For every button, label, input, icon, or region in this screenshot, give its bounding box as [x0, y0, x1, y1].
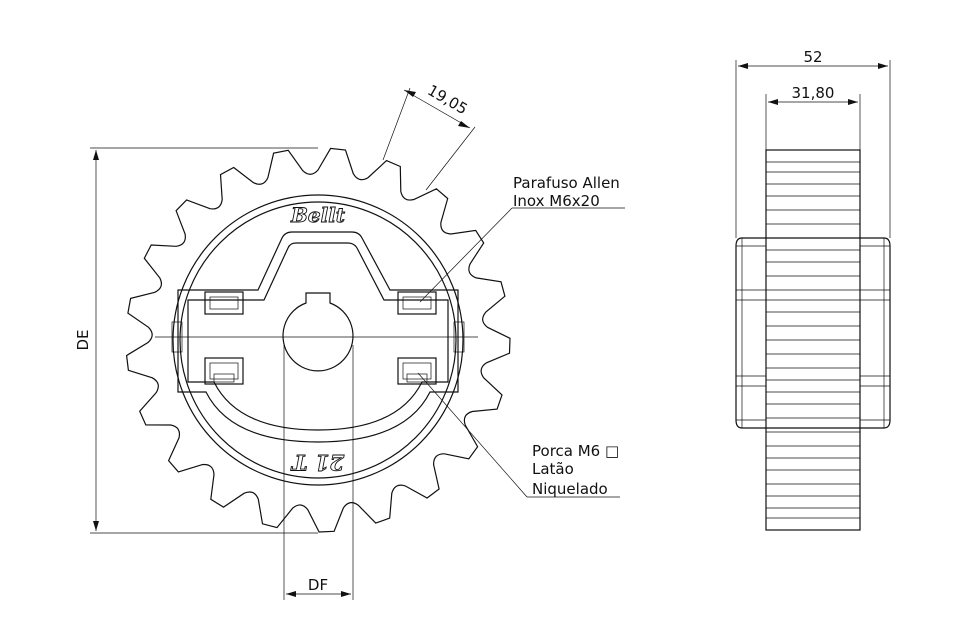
- nut-callout: Porca M6 □ Latão Niquelado: [417, 372, 620, 498]
- df-label: DF: [308, 576, 328, 594]
- outer-diameter-dimension: DE: [74, 147, 318, 534]
- tooth-count-mark: 21 T: [291, 450, 346, 475]
- screw-label-line2: Inox M6x20: [513, 192, 600, 210]
- body-ring-outer: [172, 194, 464, 486]
- pitch-label: 19,05: [424, 81, 470, 118]
- pocket-bottom-left: [204, 357, 244, 385]
- bore-with-keyway: [282, 292, 354, 372]
- pocket-bottom-right: [397, 357, 437, 385]
- center-recess-inner: [187, 242, 449, 431]
- de-label: DE: [74, 329, 92, 350]
- tooth-profile-lines: [766, 161, 860, 519]
- sprocket-front-view: Bellt 21 T: [125, 147, 511, 533]
- nut-label-line3: Niquelado: [532, 480, 608, 498]
- screw-callout: Parafuso Allen Inox M6x20: [419, 174, 625, 303]
- width-3180-label: 31,80: [792, 84, 835, 102]
- width-52-label: 52: [803, 48, 822, 66]
- sprocket-teeth-outline: [125, 147, 511, 533]
- nut-label-line2: Latão: [532, 460, 574, 478]
- overall-width-dimension: 52: [735, 48, 891, 238]
- hub-body: [735, 237, 891, 429]
- pocket-top-right: [397, 291, 437, 315]
- pocket-top-left: [204, 291, 244, 315]
- hub-width-dimension: 31,80: [765, 84, 861, 150]
- body-ring-inner: [179, 201, 457, 479]
- nut-label-line1: Porca M6 □: [532, 442, 619, 460]
- brand-logo: Bellt: [290, 203, 346, 227]
- screw-label-line1: Parafuso Allen: [513, 174, 620, 192]
- bore-diameter-dimension: DF: [283, 345, 354, 600]
- sprocket-side-view: [735, 149, 891, 531]
- center-recess-outer: [177, 231, 459, 443]
- pitch-dimension: 19,05: [382, 81, 476, 191]
